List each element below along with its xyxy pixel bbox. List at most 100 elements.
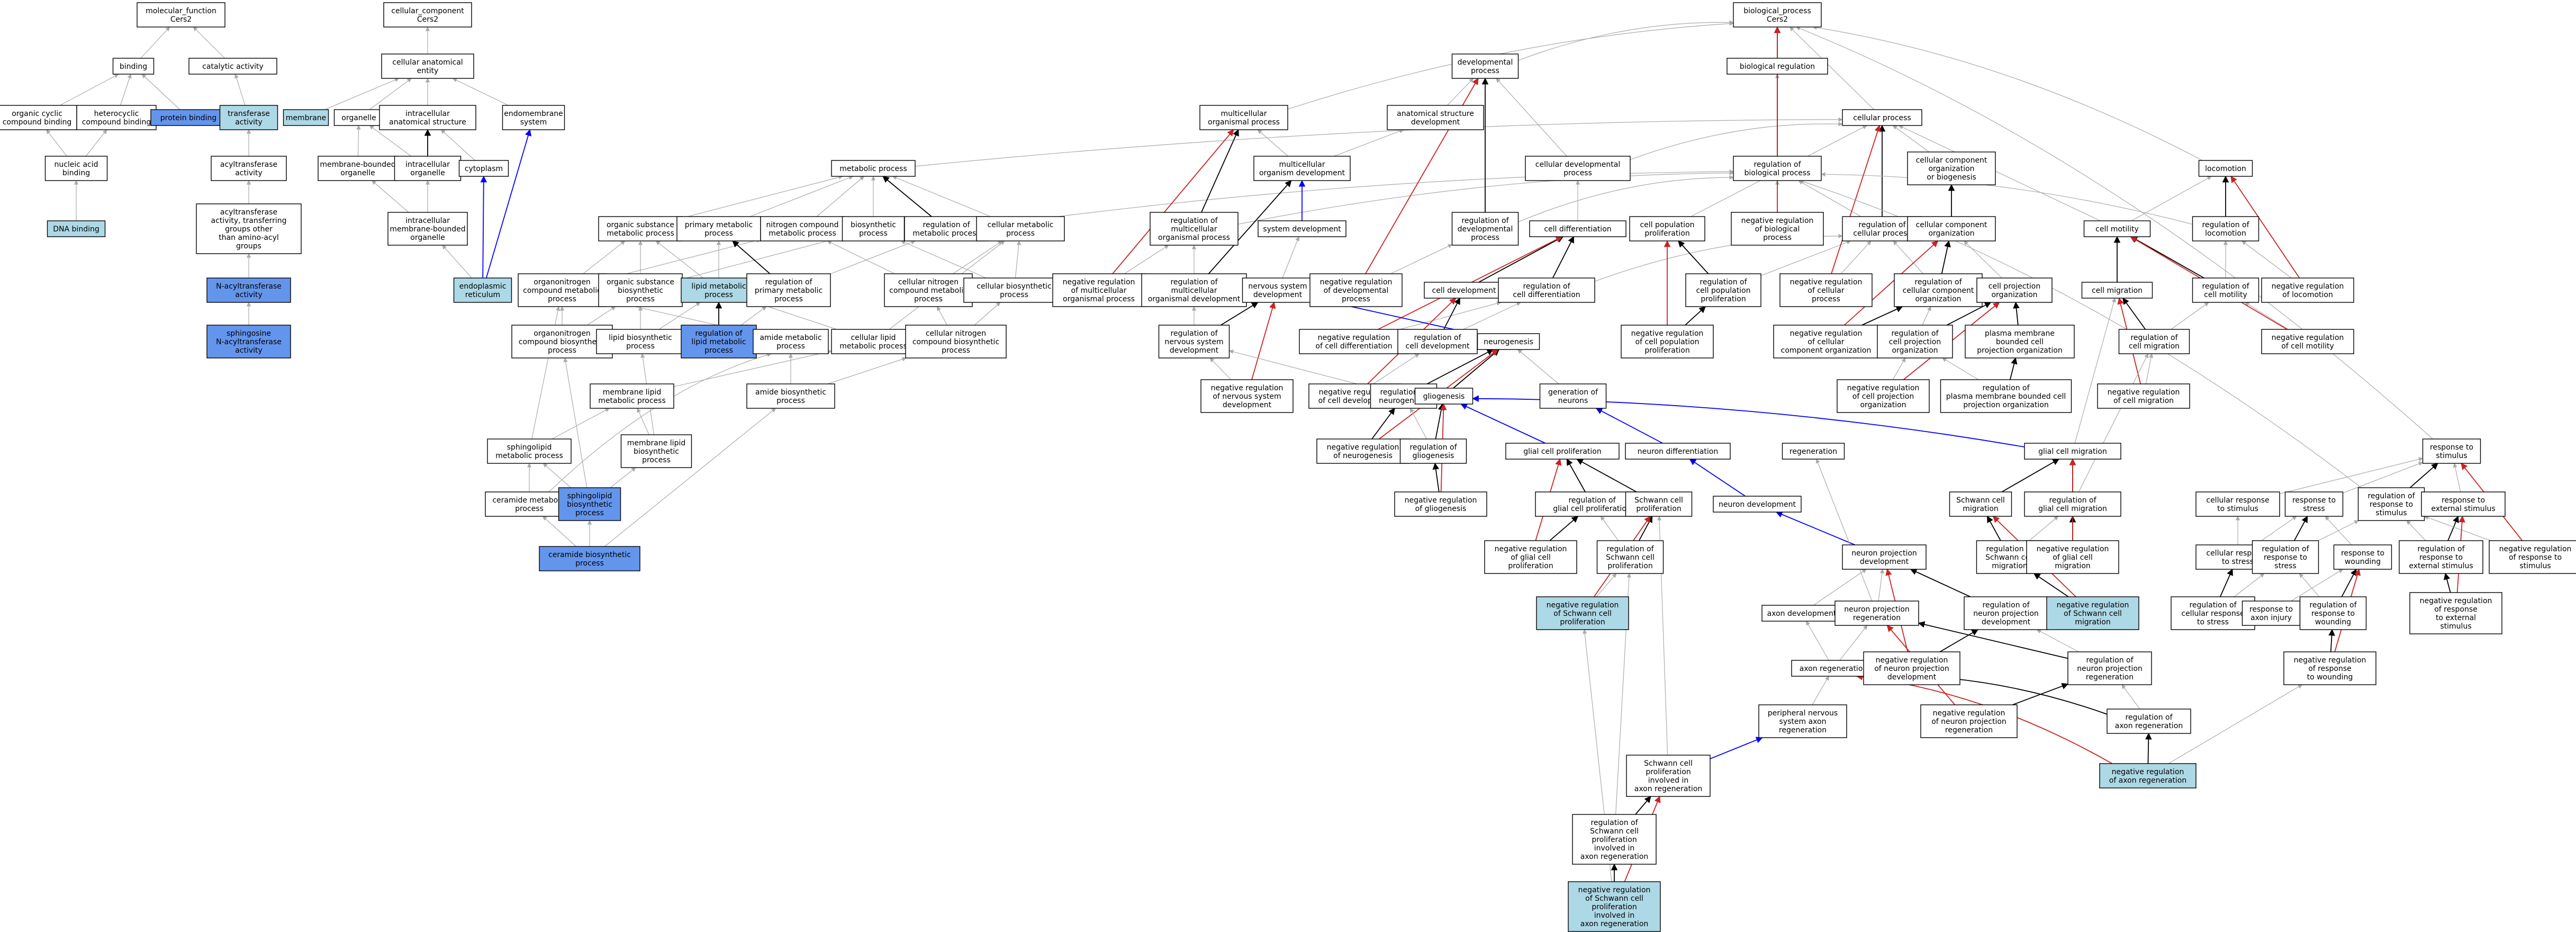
- go-term-box: [1907, 216, 1996, 241]
- go-term-label-line: regulation of: [1414, 334, 1461, 342]
- go-term-box: [539, 546, 640, 571]
- go-term-label-line: of cellular: [1807, 286, 1844, 295]
- go-term-label-line: of response: [2434, 605, 2478, 614]
- edge-is-a: [1892, 357, 1906, 380]
- go-term-dnabinding: DNA binding: [47, 220, 106, 237]
- go-term-label-line: gliogenesis: [1413, 452, 1454, 460]
- go-term-box: [2097, 383, 2190, 409]
- go-term-box: [1158, 325, 1230, 359]
- go-term-label: DNA binding: [53, 225, 99, 234]
- edge-part-of: [1986, 515, 2001, 541]
- go-term-box: [2489, 540, 2576, 574]
- go-term-label-line: negative regulation: [2057, 601, 2129, 610]
- edge-part-of: [1443, 297, 1461, 330]
- go-term-box: [1773, 325, 1879, 359]
- go-term-cellmotility: cell motility: [2083, 220, 2151, 237]
- go-term-box: [1877, 325, 1953, 359]
- go-term-label-line: cell projection: [1889, 338, 1941, 346]
- go-term-box: [963, 277, 1065, 303]
- edge-regulates: [1460, 404, 1546, 444]
- edge-is-a: [59, 74, 119, 106]
- go-term-label: protein binding: [160, 114, 216, 122]
- edge-is-a: [1789, 26, 1875, 110]
- go-term-box: [2399, 540, 2483, 574]
- go-term-label-line: sphingolipid: [567, 492, 612, 500]
- go-term-label-line: of neuron projection: [1931, 718, 2006, 726]
- edge-is-a: [1795, 26, 2433, 440]
- edge-part-of: [1638, 515, 1653, 541]
- go-term-box: [1842, 544, 1927, 570]
- go-term-label-line: process: [1763, 234, 1792, 242]
- go-term-label-line: locomotion: [2205, 165, 2246, 173]
- go-term-label-line: organelle: [410, 234, 445, 242]
- go-term-label-line: migration: [2055, 562, 2091, 570]
- go-term-label-line: membrane-bounded: [320, 160, 395, 169]
- edge-is-a: [543, 463, 572, 488]
- go-term-label-line: of cell projection: [1852, 392, 1914, 401]
- edge-part-of: [1939, 629, 1979, 652]
- edge-part-of: [1435, 403, 1445, 440]
- go-term-label-line: nervous system: [1248, 282, 1307, 291]
- edge-part-of: [2001, 459, 2059, 492]
- go-term-label-line: to stimulus: [2217, 505, 2258, 513]
- go-term-label-line: projection organization: [1963, 401, 2048, 409]
- go-term-box: [2409, 592, 2502, 634]
- go-term-box: [112, 58, 155, 75]
- go-term-box: [1200, 379, 1294, 413]
- go-term-label-line: regeneration: [1789, 447, 1837, 456]
- go-term-label-line: system development: [1263, 225, 1341, 234]
- edge-is-a: [1630, 122, 1843, 160]
- go-term-label-line: cell differentiation: [1513, 291, 1580, 299]
- go-term-box: [2252, 540, 2319, 574]
- go-term-label-line: regulation of: [923, 221, 970, 229]
- go-term-box: [2046, 596, 2139, 630]
- go-term-box: [1731, 212, 1824, 246]
- edge-is-a: [682, 236, 843, 280]
- go-term-label-line: activity: [235, 118, 263, 127]
- go-term-label-line: stress: [2274, 562, 2296, 570]
- go-term-label: organelle: [341, 114, 376, 122]
- go-term-box: [188, 58, 277, 75]
- go-term-box: [44, 156, 108, 181]
- edge-is-a: [2171, 302, 2209, 330]
- edge-is-a: [2145, 353, 2154, 384]
- go-term-label: gliogenesis: [1423, 392, 1465, 401]
- go-term-box: [1414, 388, 1474, 405]
- go-term-box: [1727, 58, 1828, 75]
- go-term-label-line: of cell motility: [2281, 342, 2334, 351]
- go-term-label-line: groups: [236, 242, 261, 250]
- go-term-box: [2195, 491, 2280, 517]
- go-term-box: [884, 273, 973, 307]
